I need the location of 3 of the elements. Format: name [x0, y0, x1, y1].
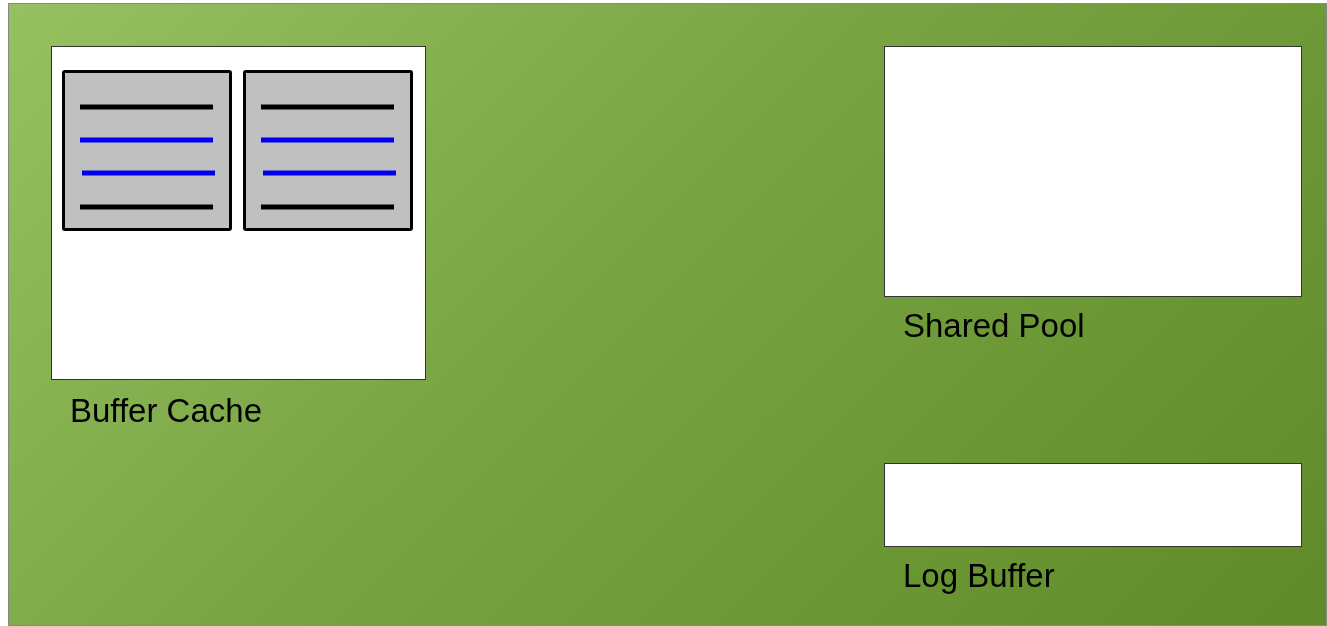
region-label: Log Buffer	[903, 557, 1055, 595]
region-label: Shared Pool	[903, 307, 1085, 345]
region-label: Buffer Cache	[70, 392, 262, 430]
